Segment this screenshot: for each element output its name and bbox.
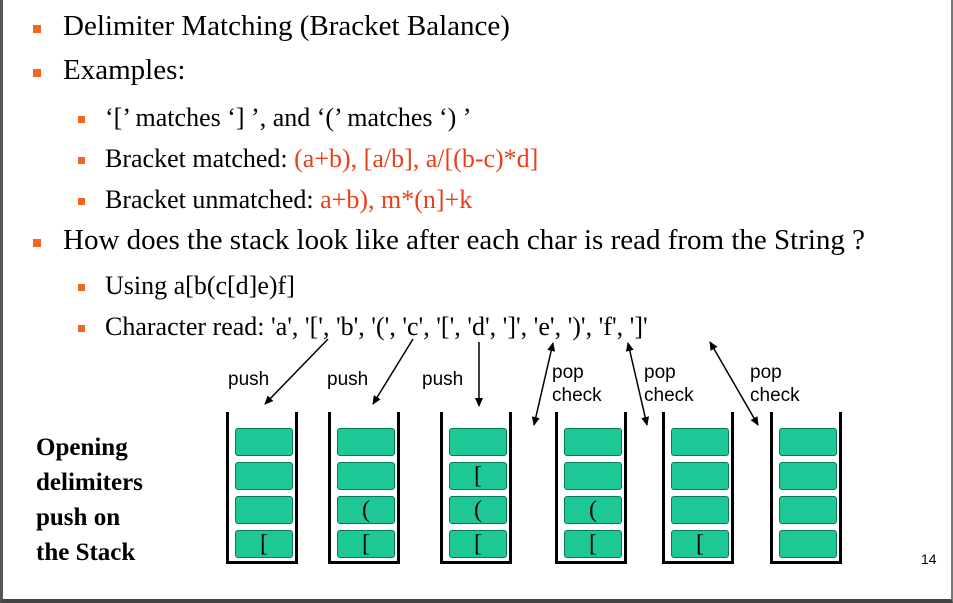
stack-cell — [564, 462, 622, 490]
stack-cell — [779, 462, 837, 490]
stack-cell — [449, 428, 507, 456]
stack-cell — [779, 428, 837, 456]
stack-cell: [ — [449, 462, 507, 490]
sub-bullet-using: Using a[b(c[d]e)f] — [105, 271, 295, 300]
sub-bullet-marker — [78, 116, 85, 123]
op-label: pop — [644, 362, 676, 383]
stack-cell: ( — [449, 496, 507, 524]
op-label: check — [750, 385, 800, 406]
push-arrow — [264, 338, 329, 405]
stack-1: [ — [226, 412, 298, 564]
push-arrow — [372, 338, 414, 405]
stack-cell — [337, 428, 395, 456]
op-label: push — [422, 369, 464, 390]
stack-cell — [671, 428, 729, 456]
bullet-question: How does the stack look like after each … — [63, 224, 866, 256]
unmatched-label: Bracket unmatched: — [105, 185, 321, 214]
stack-4: ( [ — [555, 412, 627, 564]
stack-cell — [235, 428, 293, 456]
stack-cell: ( — [564, 496, 622, 524]
sub-bullet-matches: ‘[’ matches ‘] ’, and ‘(’ matches ‘) ’ — [105, 103, 472, 132]
page-number: 14 — [921, 551, 937, 567]
stack-cell — [564, 428, 622, 456]
op-label: check — [644, 385, 694, 406]
stack-cell — [337, 462, 395, 490]
side-caption-line: Opening — [36, 434, 128, 461]
stack-cell: [ — [449, 530, 507, 558]
stack-cell — [235, 462, 293, 490]
side-caption-line: delimiters — [36, 469, 143, 496]
stack-6 — [770, 412, 842, 564]
pop-arrow — [531, 342, 556, 426]
stack-3: [ ( [ — [440, 412, 512, 564]
stack-cell — [235, 496, 293, 524]
side-caption-line: push on — [36, 504, 121, 531]
matched-examples: (a+b), [a/b], a/[(b-c)*d] — [294, 144, 539, 173]
sub-bullet-matched: Bracket matched: (a+b), [a/b], a/[(b-c)*… — [105, 144, 538, 174]
op-label: check — [552, 385, 602, 406]
sub-bullet-marker — [78, 284, 85, 291]
stack-cell: [ — [564, 530, 622, 558]
stack-cell: [ — [671, 530, 729, 558]
stack-cell — [671, 496, 729, 524]
bullet-examples: Examples: — [63, 54, 186, 86]
bullet-marker — [33, 25, 41, 33]
op-label: push — [228, 369, 270, 390]
bullet-marker — [33, 69, 41, 77]
sub-bullet-marker — [78, 157, 85, 164]
side-caption: Opening delimiters push on the Stack — [36, 430, 143, 570]
stack-cell: [ — [337, 530, 395, 558]
matched-label: Bracket matched: — [105, 144, 295, 173]
stack-cell — [779, 530, 837, 558]
sub-bullet-marker — [78, 198, 85, 205]
op-label: push — [327, 369, 369, 390]
bullet-marker — [33, 239, 41, 247]
sub-bullet-chars: Character read: 'a', '[', 'b', '(', 'c',… — [105, 312, 648, 341]
stack-5: [ — [662, 412, 734, 564]
op-label: pop — [552, 362, 584, 383]
stack-2: ( [ — [328, 412, 400, 564]
pop-arrow — [625, 342, 650, 426]
stack-cell: ( — [337, 496, 395, 524]
sub-bullet-marker — [78, 325, 85, 332]
side-caption-line: the Stack — [36, 539, 136, 566]
stack-cell — [671, 462, 729, 490]
bullet-title: Delimiter Matching (Bracket Balance) — [63, 10, 510, 42]
stack-cell — [779, 496, 837, 524]
op-label: pop — [750, 362, 782, 383]
sub-bullet-unmatched: Bracket unmatched: a+b), m*(n]+k — [105, 185, 472, 215]
unmatched-examples: a+b), m*(n]+k — [320, 185, 473, 214]
stack-cell: [ — [235, 530, 293, 558]
